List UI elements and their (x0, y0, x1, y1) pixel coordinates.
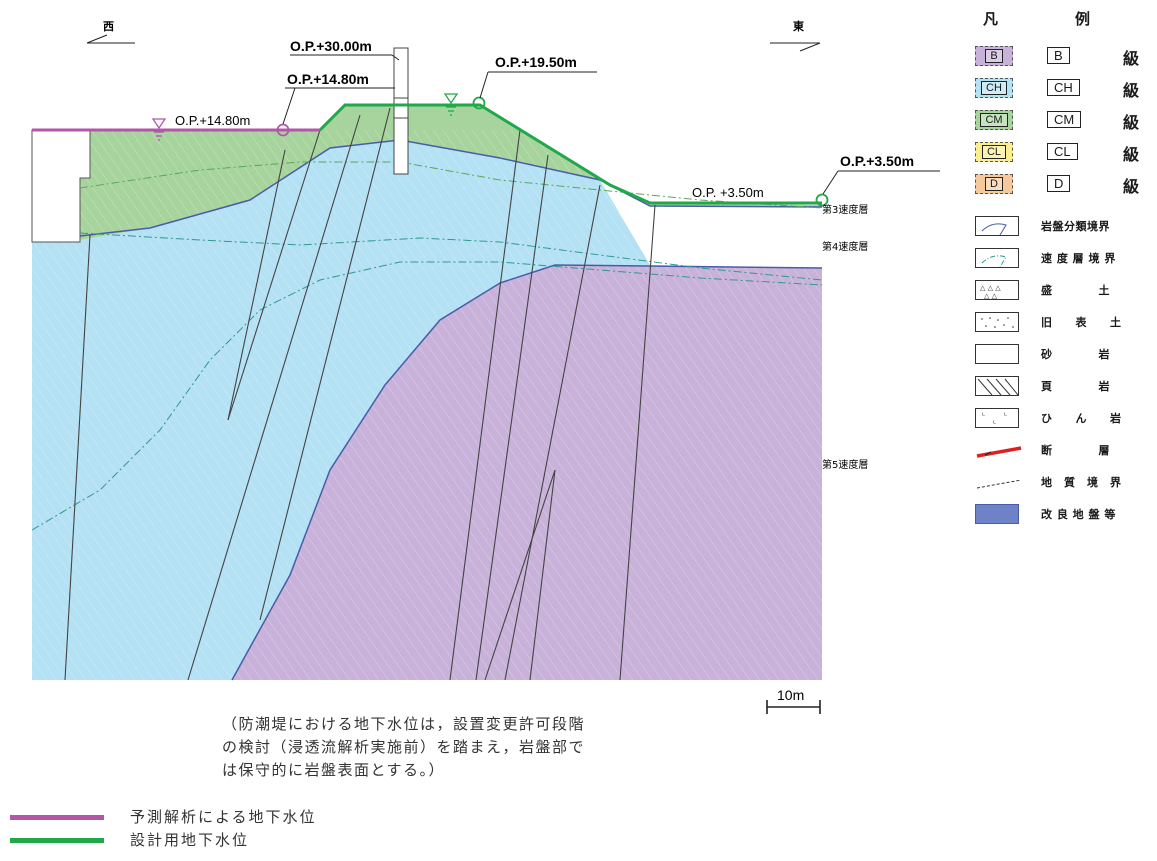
marker-circle-right (815, 193, 829, 207)
old-topsoil-icon (975, 312, 1019, 332)
svg-text:ᴸ: ᴸ (1004, 411, 1007, 420)
svg-text:△ △ △: △ △ △ (980, 284, 1001, 292)
legend-improved-ground: 改 良 地 盤 等 (975, 504, 1155, 526)
velocity-boundary-4-5 (31, 261, 823, 531)
elevation-right-water: O.P. +3.50m (692, 185, 764, 200)
predicted-water-swatch (10, 815, 104, 820)
velocity-boundary-4 (79, 232, 823, 281)
compass-arrows (86, 34, 821, 52)
grade-d-swatch: D (975, 174, 1013, 194)
sandstone-icon (975, 344, 1019, 364)
svg-text:△ △: △ △ (984, 292, 998, 300)
legend-grade-cm: CM CM 級 (975, 110, 1155, 132)
scale-bar (766, 700, 821, 714)
legend-rock-class-boundary: 岩盤分類境界 (975, 216, 1155, 238)
velocity-layer-5: 第5速度層 (822, 458, 868, 471)
velocity-layer-4: 第4速度層 (822, 240, 868, 253)
geologic-boundary-icon (975, 472, 1023, 492)
legend-grade-d: D D 級 (975, 174, 1155, 196)
marker-circle-crest (472, 96, 486, 110)
shale-icon (975, 376, 1019, 396)
legend-velocity-boundary: 速 度 層 境 界 (975, 248, 1155, 270)
marker-circle-left (276, 123, 290, 137)
legend-old-topsoil: 旧 表 土 (975, 312, 1155, 334)
design-water-level-line (318, 103, 822, 205)
velocity-boundary-3-4 (79, 161, 823, 209)
elevation-crest: O.P.+19.50m (495, 54, 577, 70)
grade-cl-swatch: CL (975, 142, 1013, 162)
rock-class-boundary-icon (975, 216, 1019, 236)
grade-b-swatch: B (975, 46, 1013, 66)
legend-fill-soil: △ △ △△ △ 盛 土 (975, 280, 1155, 302)
legend-geologic-boundary: 地 質 境 界 (975, 472, 1155, 494)
legend-shale: 頁 岩 (975, 376, 1155, 398)
west-label: 西 (103, 20, 114, 33)
b-grade-boundary (231, 264, 823, 681)
legend-fault: 断 層 (975, 440, 1155, 462)
elevation-upper-left: O.P.+14.80m (287, 71, 369, 87)
svg-text:ᴸ: ᴸ (993, 419, 996, 428)
legend-grade-b: B B 級 (975, 46, 1155, 68)
water-table-symbol-left (151, 118, 167, 141)
seawall-pillar (393, 47, 409, 175)
grade-cm-swatch: CM (975, 110, 1013, 130)
elevation-top-pillar: O.P.+30.00m (290, 38, 372, 54)
predicted-water-label: 予測解析による地下水位 (130, 808, 317, 826)
fault-lines (64, 107, 656, 681)
fill-soil-icon: △ △ △△ △ (975, 280, 1019, 300)
fault-icon (975, 440, 1023, 460)
legend-grade-ch: CH CH 級 (975, 78, 1155, 100)
design-water-label: 設計用地下水位 (130, 831, 250, 849)
legend-grade-cl: CL CL 級 (975, 142, 1155, 164)
velocity-layer-3: 第3速度層 (822, 203, 868, 216)
legend-sandstone: 砂 岩 (975, 344, 1155, 366)
svg-text:ᴸ: ᴸ (982, 411, 985, 420)
elevation-right: O.P.+3.50m (840, 153, 914, 169)
water-table-symbol-crest (443, 93, 459, 116)
elevation-left-water: O.P.+14.80m (175, 113, 250, 128)
grade-ch-swatch: CH (975, 78, 1013, 98)
east-label: 東 (793, 19, 805, 33)
scale-label: 10m (777, 687, 804, 703)
improved-ground-icon (975, 504, 1019, 524)
water-level-note: （防潮堤における地下水位は，設置変更許可段階 の検討（浸透流解析実施前）を踏まえ… (222, 715, 586, 779)
velocity-boundary-icon (975, 248, 1019, 268)
design-water-swatch (10, 838, 104, 843)
